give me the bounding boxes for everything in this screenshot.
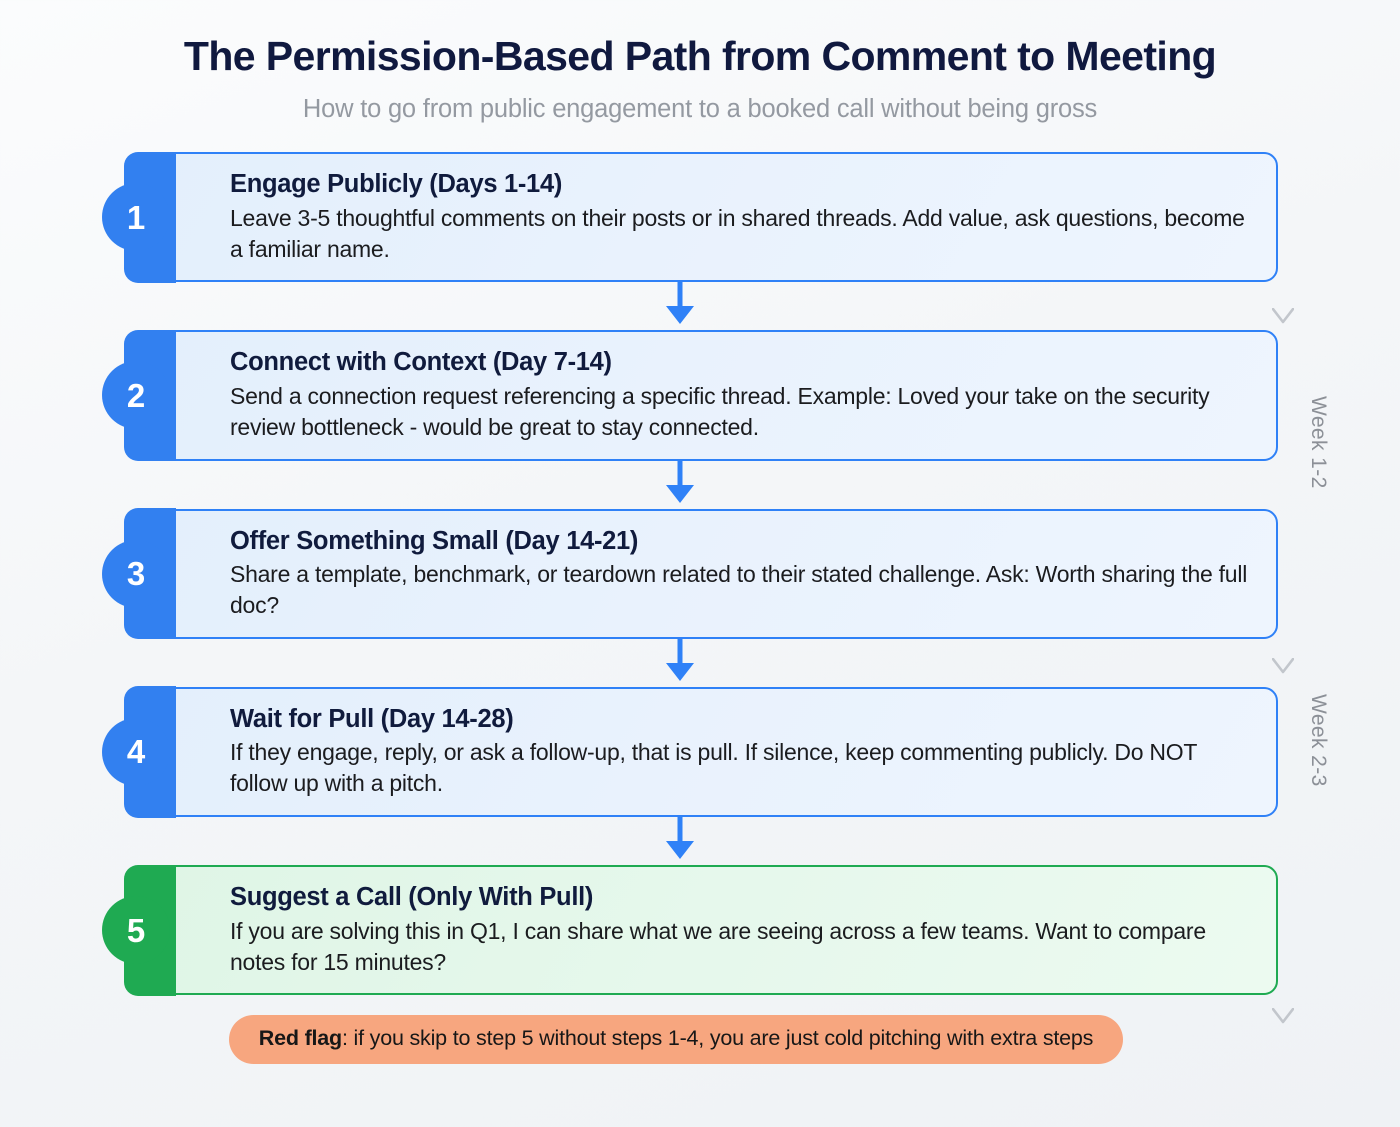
red-flag-text: : if you skip to step 5 without steps 1-… bbox=[342, 1026, 1094, 1051]
step-2: 2 Connect with Context (Day 7-14) Send a… bbox=[102, 329, 1278, 462]
step-number-badge: 4 bbox=[102, 717, 170, 786]
step-number-badge: 3 bbox=[102, 539, 170, 608]
step-description: If you are solving this in Q1, I can sha… bbox=[230, 917, 1206, 975]
arrow-down-icon bbox=[666, 638, 694, 681]
step-card[interactable]: 1 Engage Publicly (Days 1-14) Leave 3-5 … bbox=[102, 151, 1278, 283]
arrow-down-icon bbox=[1272, 658, 1294, 674]
step-number-badge: 5 bbox=[102, 896, 170, 965]
arrow-down-icon bbox=[666, 282, 694, 325]
arrow-down-icon bbox=[666, 460, 694, 503]
timeline-rail: Week 1-2 Week 2-3 Week 3-4 bbox=[1272, 308, 1400, 1127]
step-1: 1 Engage Publicly (Days 1-14) Leave 3-5 … bbox=[102, 151, 1278, 283]
connector-arrow-4 bbox=[102, 817, 1258, 865]
step-title: Offer Something Small (Day 14-21) bbox=[230, 526, 639, 555]
arrow-down-icon bbox=[1272, 308, 1294, 324]
step-description: Leave 3-5 thoughtful comments on their p… bbox=[230, 204, 1245, 262]
page-title: The Permission-Based Path from Comment t… bbox=[183, 33, 1217, 79]
red-flag-row: Red flag: if you skip to step 5 without … bbox=[0, 1015, 1400, 1065]
step-title: Wait for Pull (Day 14-28) bbox=[230, 704, 514, 733]
step-description: Send a connection request referencing a … bbox=[230, 382, 1210, 440]
step-number-badge: 2 bbox=[102, 361, 170, 430]
timeline-marker-week-1-2: Week 1-2 bbox=[1272, 308, 1400, 634]
step-card[interactable]: 2 Connect with Context (Day 7-14) Send a… bbox=[102, 329, 1278, 462]
step-title: Engage Publicly (Days 1-14) bbox=[230, 170, 563, 199]
step-5: 5 Suggest a Call (Only With Pull) If you… bbox=[102, 864, 1278, 996]
connector-arrow-2 bbox=[102, 460, 1258, 509]
connector-arrow-1 bbox=[102, 282, 1258, 330]
step-title: Suggest a Call (Only With Pull) bbox=[230, 883, 594, 912]
step-card[interactable]: 4 Wait for Pull (Day 14-28) If they enga… bbox=[102, 686, 1278, 818]
page-header: The Permission-Based Path from Comment t… bbox=[0, 0, 1400, 124]
step-card[interactable]: 5 Suggest a Call (Only With Pull) If you… bbox=[102, 864, 1278, 996]
step-number-badge: 1 bbox=[102, 183, 170, 252]
step-description: If they engage, reply, or ask a follow-u… bbox=[230, 739, 1197, 797]
connector-arrow-3 bbox=[102, 638, 1258, 687]
timeline-label: Week 2-3 bbox=[1307, 694, 1330, 787]
red-flag-banner: Red flag: if you skip to step 5 without … bbox=[228, 1015, 1124, 1065]
step-card[interactable]: 3 Offer Something Small (Day 14-21) Shar… bbox=[102, 508, 1278, 640]
timeline-marker-week-2-3: Week 2-3 bbox=[1272, 658, 1400, 982]
step-3: 3 Offer Something Small (Day 14-21) Shar… bbox=[102, 508, 1278, 640]
page-subtitle: How to go from public engagement to a bo… bbox=[302, 95, 1098, 124]
steps-flow: 1 Engage Publicly (Days 1-14) Leave 3-5 … bbox=[0, 151, 1400, 1024]
step-title: Connect with Context (Day 7-14) bbox=[230, 348, 612, 377]
arrow-down-icon bbox=[666, 817, 694, 860]
red-flag-label: Red flag bbox=[258, 1026, 342, 1051]
step-4: 4 Wait for Pull (Day 14-28) If they enga… bbox=[102, 686, 1278, 818]
step-description: Share a template, benchmark, or teardown… bbox=[230, 561, 1248, 619]
timeline-label: Week 1-2 bbox=[1307, 396, 1330, 489]
